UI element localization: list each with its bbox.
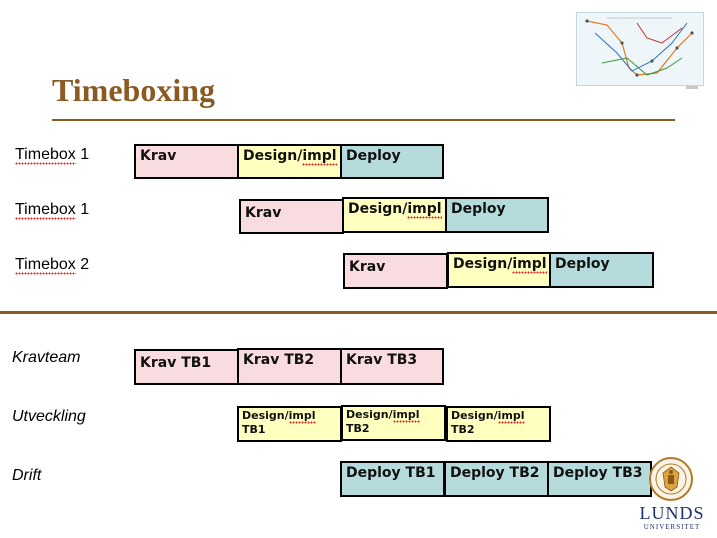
row-label-word: Timebox (15, 146, 76, 165)
phase-box-deploy: Deploy (445, 197, 549, 233)
network-map-thumbnail (576, 12, 704, 86)
map-caption-mark (686, 86, 698, 89)
phase-box-krav: Krav (239, 199, 344, 234)
deploy-tb1-box: Deploy TB1 (340, 461, 445, 497)
phase-box-design: Design/impl (342, 197, 447, 233)
section-divider (0, 311, 717, 314)
krav-tb2-box: Krav TB2 (237, 348, 342, 385)
phase-box-deploy: Deploy (340, 144, 444, 179)
university-logo: LUNDS UNIVERSITET (636, 456, 717, 538)
row-label-timebox-1b: Timebox 1 (15, 201, 90, 220)
title-underline (52, 119, 675, 121)
row-label-number: 1 (75, 146, 90, 163)
deploy-tb2-box: Deploy TB2 (444, 461, 549, 497)
row-label-number: 2 (75, 256, 90, 273)
team-label-utveckling: Utveckling (12, 408, 86, 425)
krav-tb1-box: Krav TB1 (134, 349, 239, 385)
logo-subtitle: UNIVERSITET (643, 523, 701, 531)
deploy-tb3-box: Deploy TB3 (547, 461, 652, 497)
phase-box-krav: Krav (134, 144, 239, 179)
row-label-number: 1 (75, 201, 90, 218)
phase-box-deploy: Deploy (549, 252, 654, 288)
phase-box-krav: Krav (343, 253, 448, 289)
team-label-drift: Drift (12, 467, 42, 484)
row-label-timebox-2: Timebox 2 (15, 256, 90, 275)
row-label-word: Timebox (15, 201, 76, 220)
row-label-timebox-1a: Timebox 1 (15, 146, 90, 165)
phase-box-design: Design/impl (447, 252, 552, 288)
slide-title: Timeboxing (52, 72, 215, 108)
team-label-kravteam: Kravteam (12, 349, 81, 366)
logo-wordmark: LUNDS (639, 503, 705, 523)
phase-box-design: Design/impl (237, 144, 342, 179)
row-label-word: Timebox (15, 256, 76, 275)
krav-tb3-box: Krav TB3 (340, 348, 444, 385)
network-map-icon (585, 17, 694, 77)
university-seal-icon (649, 457, 693, 501)
